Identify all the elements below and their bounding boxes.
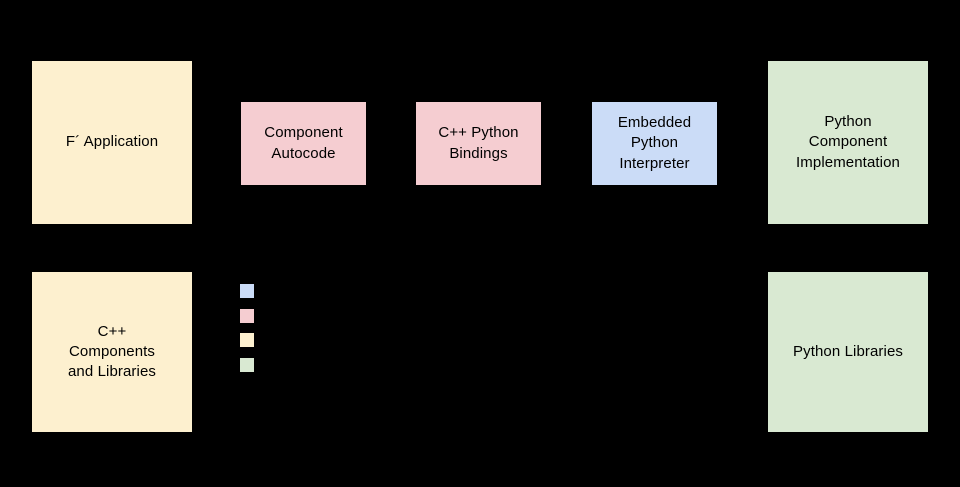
legend-swatch-legend-pink <box>240 309 254 323</box>
legend-swatch-legend-green <box>240 358 254 372</box>
node-python-libraries[interactable]: Python Libraries <box>768 272 928 432</box>
node-cpp-python-bindings[interactable]: C++ Python Bindings <box>416 102 541 185</box>
node-component-autocode[interactable]: Component Autocode <box>241 102 366 185</box>
node-python-component-implementation[interactable]: Python Component Implementation <box>768 61 928 224</box>
node-fprime-application[interactable]: F´ Application <box>32 61 192 224</box>
legend-swatch-legend-blue <box>240 284 254 298</box>
node-cpp-components-and-libraries[interactable]: C++ Components and Libraries <box>32 272 192 432</box>
node-embedded-python-interpreter[interactable]: Embedded Python Interpreter <box>592 102 717 185</box>
legend-swatch-legend-yellow <box>240 333 254 347</box>
